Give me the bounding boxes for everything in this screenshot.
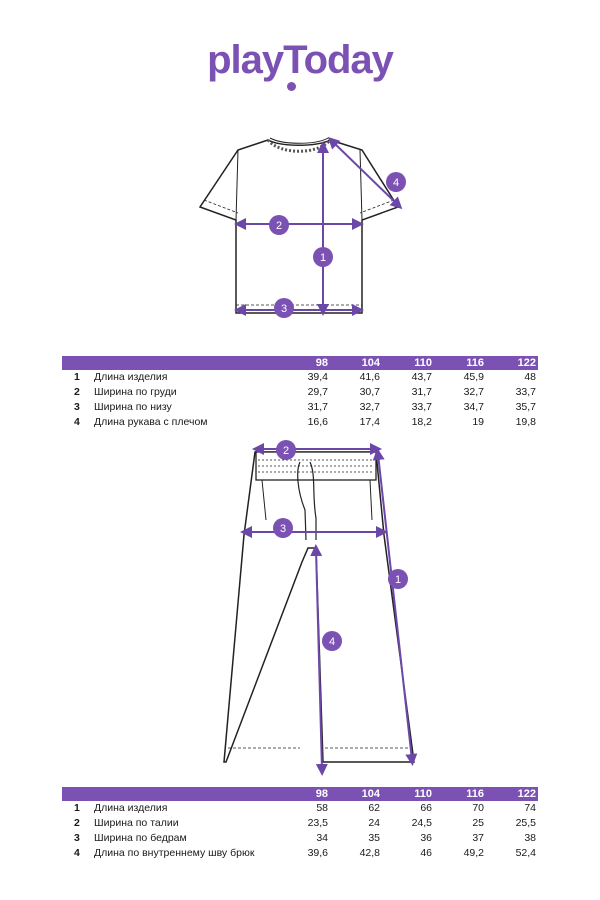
size-col: 104 bbox=[361, 788, 380, 800]
row-value: 30,7 bbox=[359, 386, 380, 398]
row-value: 41,6 bbox=[359, 371, 380, 383]
row-label: Длина по внутреннему шву брюк bbox=[94, 847, 255, 859]
row-label: Длина рукава с плечом bbox=[94, 416, 208, 428]
svg-text:3: 3 bbox=[281, 303, 287, 315]
row-value: 34 bbox=[316, 832, 328, 844]
row-label: Ширина по талии bbox=[94, 817, 179, 829]
row-number: 4 bbox=[74, 416, 80, 428]
size-col: 98 bbox=[315, 357, 328, 369]
row-value: 49,2 bbox=[463, 847, 484, 859]
svg-text:4: 4 bbox=[329, 636, 335, 648]
row-value: 37 bbox=[472, 832, 484, 844]
row-value: 39,4 bbox=[307, 371, 328, 383]
row-value: 35,7 bbox=[515, 401, 536, 413]
size-col: 98 bbox=[315, 788, 328, 800]
tshirt-marker-4: 4 bbox=[386, 172, 406, 192]
row-number: 1 bbox=[74, 371, 80, 383]
logo-dot bbox=[287, 82, 296, 91]
row-value: 35 bbox=[368, 832, 380, 844]
size-col: 122 bbox=[517, 788, 536, 800]
row-value: 70 bbox=[472, 802, 484, 814]
row-value: 18,2 bbox=[411, 416, 432, 428]
row-value: 24 bbox=[368, 817, 380, 829]
row-value: 16,6 bbox=[307, 416, 328, 428]
pants-drawing: 1 2 3 4 bbox=[0, 440, 600, 780]
pants-marker-4: 4 bbox=[322, 631, 342, 651]
row-value: 23,5 bbox=[307, 817, 328, 829]
row-value: 42,8 bbox=[359, 847, 380, 859]
pants-marker-3: 3 bbox=[273, 518, 293, 538]
row-value: 74 bbox=[524, 802, 536, 814]
row-value: 25 bbox=[472, 817, 484, 829]
row-number: 4 bbox=[74, 847, 80, 859]
svg-text:2: 2 bbox=[276, 220, 282, 232]
row-value: 66 bbox=[420, 802, 432, 814]
svg-text:1: 1 bbox=[320, 252, 326, 264]
size-col: 110 bbox=[414, 788, 432, 800]
row-value: 32,7 bbox=[359, 401, 380, 413]
size-col: 116 bbox=[466, 357, 484, 369]
tshirt-size-table: 98 104 110 116 122 1 Длина изделия 39,4 … bbox=[62, 356, 538, 430]
row-number: 3 bbox=[74, 401, 80, 413]
tshirt-table-header: 98 104 110 116 122 bbox=[62, 356, 538, 370]
table-row: 1 Длина изделия 39,4 41,6 43,7 45,9 48 bbox=[62, 370, 538, 385]
row-value: 32,7 bbox=[463, 386, 484, 398]
row-value: 19,8 bbox=[515, 416, 536, 428]
table-row: 4 Длина по внутреннему шву брюк 39,6 42,… bbox=[62, 846, 538, 861]
svg-text:2: 2 bbox=[283, 445, 289, 457]
row-value: 39,6 bbox=[307, 847, 328, 859]
row-value: 29,7 bbox=[307, 386, 328, 398]
row-value: 33,7 bbox=[411, 401, 432, 413]
tshirt-drawing: 1 2 3 4 bbox=[0, 125, 600, 330]
svg-text:1: 1 bbox=[395, 574, 401, 586]
size-col: 116 bbox=[466, 788, 484, 800]
size-col: 110 bbox=[414, 357, 432, 369]
table-row: 3 Ширина по бедрам 34 35 36 37 38 bbox=[62, 831, 538, 846]
row-value: 24,5 bbox=[411, 817, 432, 829]
row-number: 3 bbox=[74, 832, 80, 844]
row-label: Ширина по низу bbox=[94, 401, 172, 413]
row-number: 2 bbox=[74, 817, 80, 829]
size-col: 104 bbox=[361, 357, 380, 369]
row-value: 31,7 bbox=[307, 401, 328, 413]
size-col: 122 bbox=[517, 357, 536, 369]
row-value: 25,5 bbox=[515, 817, 536, 829]
svg-text:3: 3 bbox=[280, 523, 286, 535]
row-value: 38 bbox=[524, 832, 536, 844]
tshirt-marker-2: 2 bbox=[269, 215, 289, 235]
table-row: 4 Длина рукава с плечом 16,6 17,4 18,2 1… bbox=[62, 415, 538, 430]
row-value: 31,7 bbox=[411, 386, 432, 398]
row-value: 33,7 bbox=[515, 386, 536, 398]
row-value: 43,7 bbox=[411, 371, 432, 383]
row-value: 34,7 bbox=[463, 401, 484, 413]
pants-marker-1: 1 bbox=[388, 569, 408, 589]
row-number: 2 bbox=[74, 386, 80, 398]
pants-size-table: 98 104 110 116 122 1 Длина изделия 58 62… bbox=[62, 787, 538, 861]
row-value: 58 bbox=[316, 802, 328, 814]
row-value: 46 bbox=[420, 847, 432, 859]
row-label: Длина изделия bbox=[94, 802, 168, 814]
row-value: 36 bbox=[420, 832, 432, 844]
tshirt-marker-3: 3 bbox=[274, 298, 294, 318]
row-value: 45,9 bbox=[463, 371, 484, 383]
table-row: 2 Ширина по талии 23,5 24 24,5 25 25,5 bbox=[62, 816, 538, 831]
pants-table-header: 98 104 110 116 122 bbox=[62, 787, 538, 801]
row-value: 17,4 bbox=[359, 416, 380, 428]
table-row: 3 Ширина по низу 31,7 32,7 33,7 34,7 35,… bbox=[62, 400, 538, 415]
row-number: 1 bbox=[74, 802, 80, 814]
brand-logo: playToday bbox=[207, 38, 394, 82]
row-value: 19 bbox=[472, 416, 484, 428]
row-value: 52,4 bbox=[515, 847, 536, 859]
tshirt-marker-1: 1 bbox=[313, 247, 333, 267]
row-label: Ширина по бедрам bbox=[94, 832, 187, 844]
row-value: 48 bbox=[524, 371, 536, 383]
table-row: 1 Длина изделия 58 62 66 70 74 bbox=[62, 801, 538, 816]
row-label: Длина изделия bbox=[94, 371, 168, 383]
pants-marker-2: 2 bbox=[276, 440, 296, 460]
svg-text:4: 4 bbox=[393, 177, 399, 189]
table-row: 2 Ширина по груди 29,7 30,7 31,7 32,7 33… bbox=[62, 385, 538, 400]
row-value: 62 bbox=[368, 802, 380, 814]
row-label: Ширина по груди bbox=[94, 386, 177, 398]
